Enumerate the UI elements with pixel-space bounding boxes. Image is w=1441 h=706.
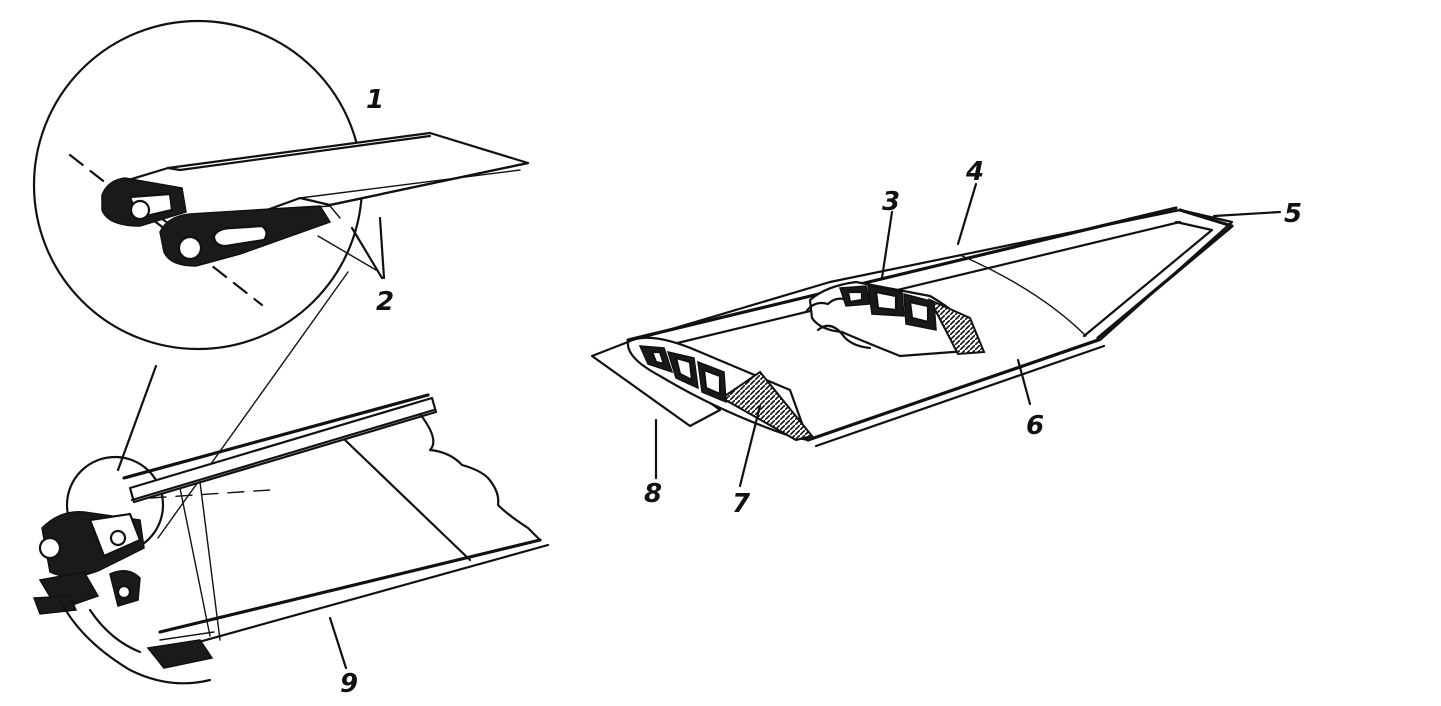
label-8: 8: [644, 479, 662, 509]
label-3: 3: [882, 187, 900, 217]
flap-assembly: [32, 393, 550, 685]
wing-section: [590, 206, 1234, 448]
leader-lines: [317, 182, 1282, 670]
hinge-axis-line: [68, 153, 264, 307]
aileron-section: [101, 131, 530, 267]
label-1: 1: [366, 85, 384, 115]
detail-magnifier: [32, 19, 530, 539]
label-6: 6: [1026, 411, 1044, 441]
label-2: 2: [376, 287, 394, 317]
magnifier-leader-right: [157, 271, 349, 539]
label-4: 4: [965, 157, 984, 187]
callout-labels: 1 2 3 4 5 6 7 8 9: [340, 85, 1302, 699]
label-9: 9: [340, 669, 358, 699]
magnifier-leader-left: [116, 364, 158, 472]
label-5: 5: [1284, 199, 1302, 229]
label-7: 7: [732, 489, 751, 519]
